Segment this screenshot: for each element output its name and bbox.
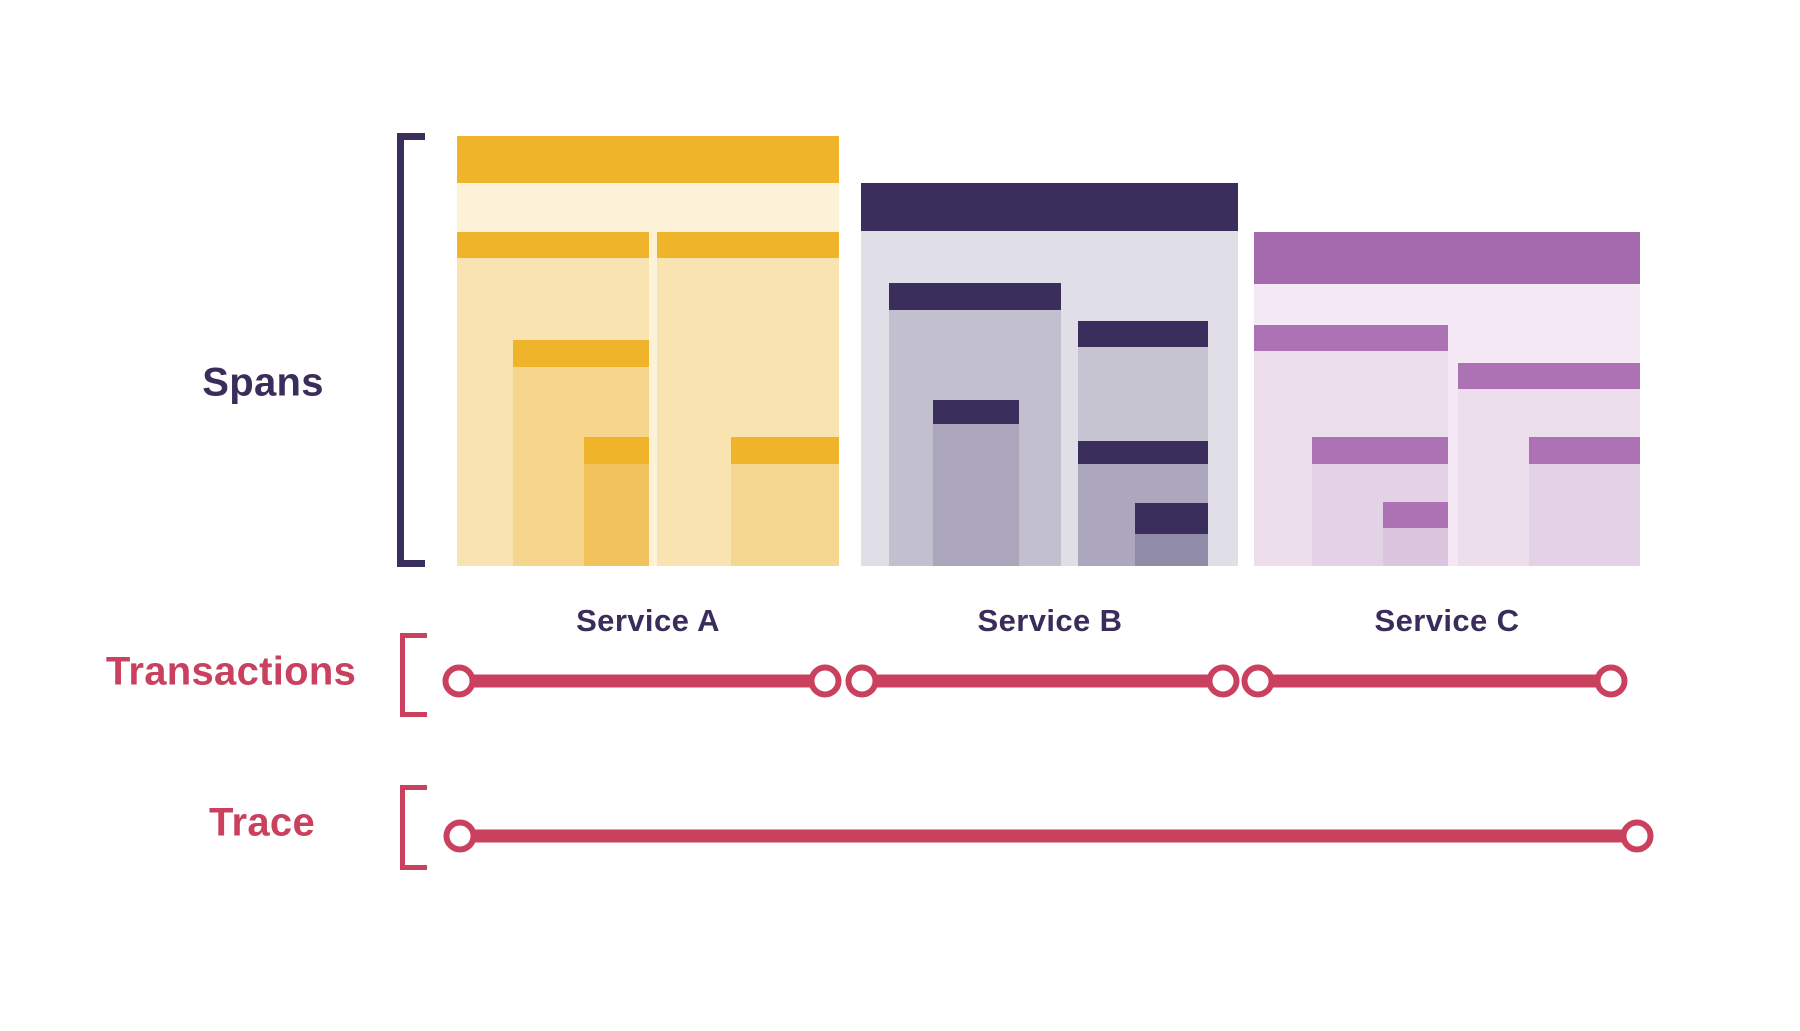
spans-bracket-icon — [397, 133, 425, 567]
span-bar — [731, 437, 839, 464]
span-node-service-a — [584, 437, 649, 566]
span-body — [1383, 528, 1448, 566]
service-b-label: Service B — [977, 603, 1123, 638]
span-bar — [1078, 321, 1208, 347]
span-bar — [1312, 437, 1448, 464]
span-bar — [1254, 325, 1448, 351]
span-bar — [933, 400, 1019, 424]
transaction-endpoint-icon — [845, 664, 879, 698]
transaction-bar — [1258, 674, 1611, 688]
transaction-endpoint-icon — [1206, 664, 1240, 698]
span-bar — [1135, 503, 1208, 534]
span-bar — [584, 437, 649, 464]
span-bar — [457, 136, 839, 183]
span-node-service-c — [1529, 437, 1640, 566]
span-bar — [1254, 232, 1640, 284]
service-c-label: Service C — [1374, 603, 1520, 638]
span-bar — [1078, 441, 1208, 464]
span-bar — [1529, 437, 1640, 464]
span-bar — [889, 283, 1061, 310]
trace-label: Trace — [208, 800, 316, 845]
transaction-endpoint-icon — [442, 664, 476, 698]
span-bar — [861, 183, 1238, 231]
span-body — [731, 464, 839, 566]
span-bar — [457, 232, 649, 258]
span-node-service-b — [933, 400, 1019, 566]
span-body — [1135, 534, 1208, 566]
transaction-endpoint-icon — [1594, 664, 1628, 698]
span-node-service-b — [1135, 503, 1208, 566]
trace-bar — [460, 829, 1637, 843]
span-bar — [513, 340, 649, 367]
transactions-bracket-icon — [400, 633, 427, 717]
span-body — [933, 424, 1019, 566]
transactions-label: Transactions — [105, 649, 357, 694]
trace-endpoint-icon — [1620, 819, 1654, 853]
transaction-endpoint-icon — [1241, 664, 1275, 698]
service-a-label: Service A — [576, 603, 720, 638]
span-bar — [1383, 502, 1448, 528]
span-node-service-c — [1383, 502, 1448, 566]
span-bar — [657, 232, 839, 258]
trace-endpoint-icon — [443, 819, 477, 853]
transaction-endpoint-icon — [808, 664, 842, 698]
trace-bracket-icon — [400, 785, 427, 870]
span-body — [1529, 464, 1640, 566]
span-node-service-a — [731, 437, 839, 566]
spans-label: Spans — [202, 360, 324, 405]
span-bar — [1458, 363, 1640, 389]
span-body — [584, 464, 649, 566]
transaction-bar — [862, 674, 1223, 688]
transaction-bar — [459, 674, 825, 688]
